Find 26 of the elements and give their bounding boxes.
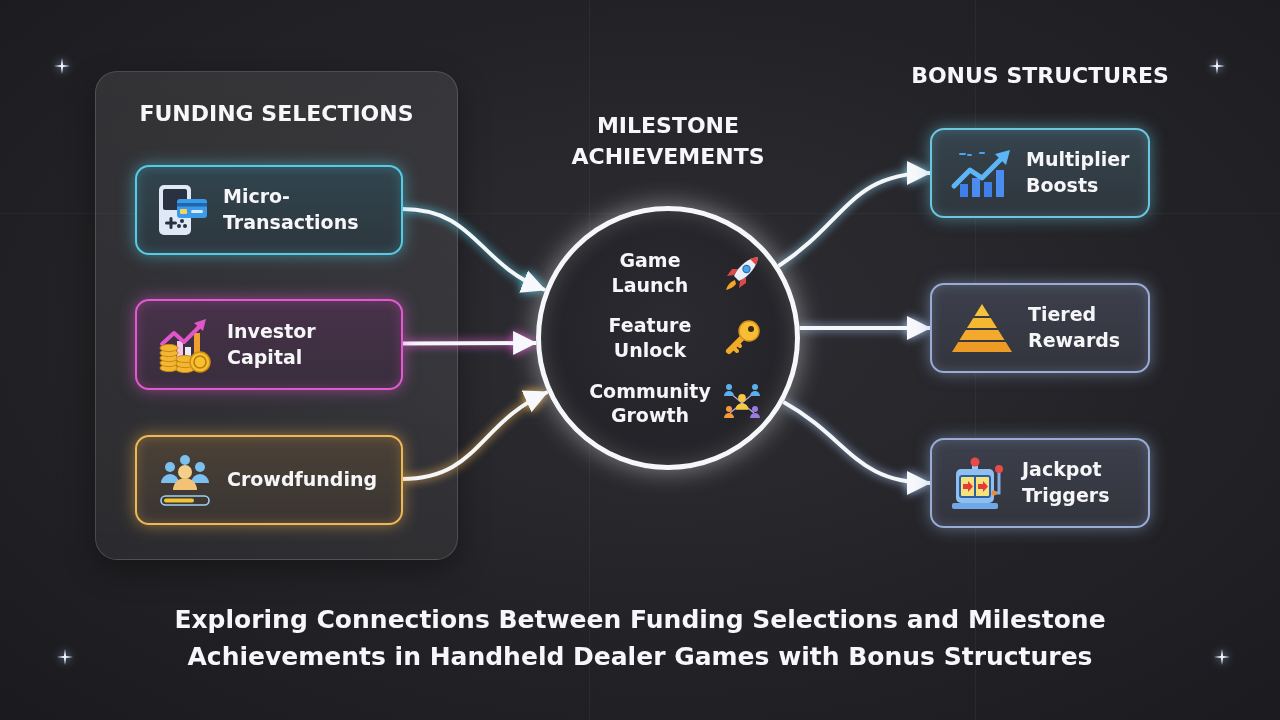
card-label: Micro-Transactions: [223, 184, 359, 235]
option-card: [930, 128, 1150, 218]
card-label: Multiplier Boosts: [1026, 147, 1130, 198]
card-label: Crowdfunding: [227, 467, 378, 493]
option-card: [135, 299, 403, 390]
section-heading: BONUS STRUCTURES: [910, 62, 1170, 90]
option-card: [135, 435, 403, 525]
arrow: [777, 162, 931, 268]
option-card: [930, 283, 1150, 373]
option-card: [930, 438, 1150, 528]
card-label: Tiered Rewards: [1028, 302, 1121, 353]
card-label: Investor Capital: [227, 318, 316, 370]
milestone-label: Community Growth: [589, 378, 711, 429]
section-heading: FUNDING SELECTIONS: [138, 100, 415, 128]
milestone-label: Feature Unlock: [608, 313, 692, 363]
section-heading: MILESTONE ACHIEVEMENTS: [570, 112, 766, 171]
arrow: [402, 331, 538, 356]
arrow: [401, 390, 549, 481]
arrow: [782, 400, 931, 494]
milestone-label: Game Launch: [611, 247, 689, 298]
option-card: [135, 165, 403, 255]
caption: Exploring Connections Between Funding Selections and Milestone Achievements in Handheld Dealer Games with Bonus Structures: [173, 604, 1107, 673]
group-panel: [95, 71, 458, 560]
arrow: [799, 316, 931, 340]
card-label: Jackpot Triggers: [1022, 457, 1110, 508]
arrow: [401, 207, 546, 292]
